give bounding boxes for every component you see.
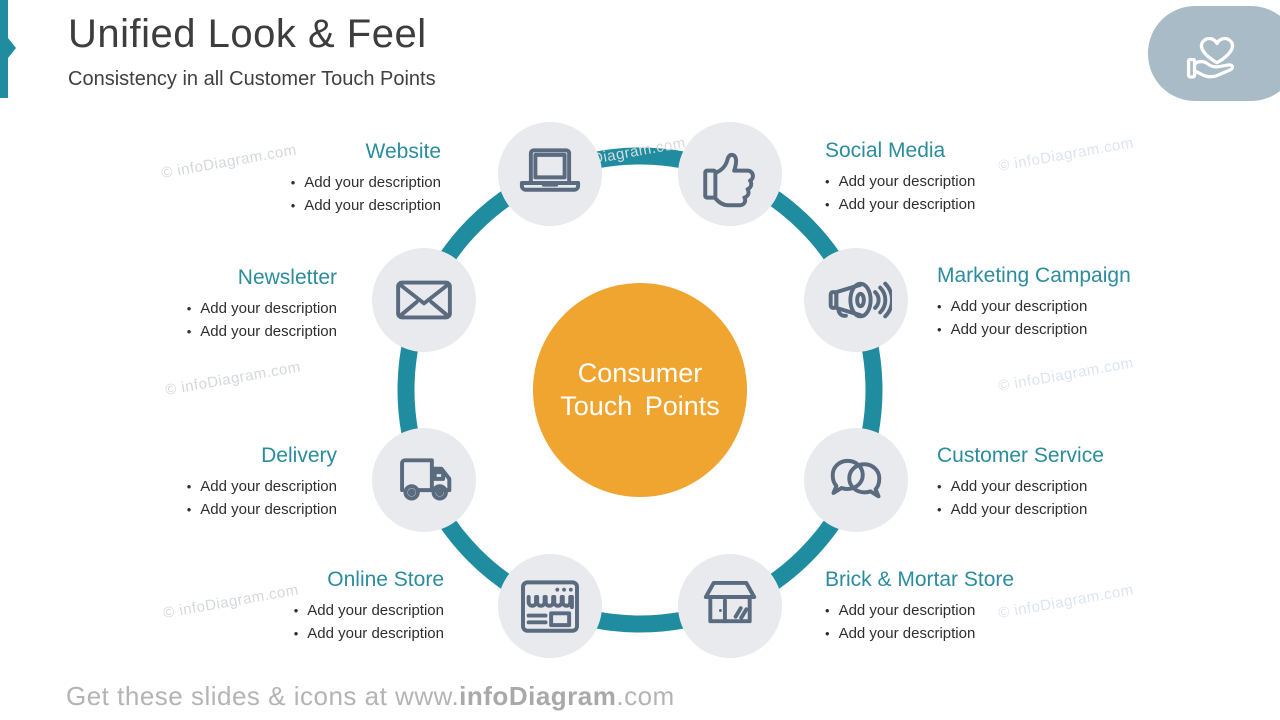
touchpoint-marketing-label: Marketing Campaign •Add your description…	[937, 264, 1131, 341]
touchpoint-customer-service-label: Customer Service •Add your description •…	[937, 444, 1104, 521]
touchpoint-brick-mortar-label: Brick & Mortar Store •Add your descripti…	[825, 568, 1014, 645]
touchpoint-bullet: •Add your description	[293, 602, 444, 619]
touchpoint-bullet: •Add your description	[825, 173, 976, 190]
laptop-icon	[519, 148, 581, 192]
touchpoint-website-label: Website •Add your description •Add your …	[291, 140, 441, 217]
touchpoint-heading: Online Store	[327, 568, 444, 591]
touchpoint-bullet: •Add your description	[937, 321, 1088, 338]
touchpoint-heading: Brick & Mortar Store	[825, 568, 1015, 591]
touchpoint-bullet: •Add your description	[937, 298, 1088, 315]
touchpoint-marketing-circle	[804, 248, 908, 352]
touchpoint-bullet: •Add your description	[825, 196, 976, 213]
touchpoint-heading: Social Media	[825, 139, 946, 162]
touchpoint-delivery-label: Delivery •Add your description •Add your…	[187, 444, 337, 521]
footer-suffix: .com	[616, 681, 675, 711]
speech-bubbles-icon	[830, 458, 882, 499]
touchpoint-bullet: •Add your description	[937, 478, 1088, 495]
hand-heart-badge	[1148, 6, 1280, 101]
footer-promo-text: Get these slides & icons at www.infoDiag…	[66, 681, 675, 712]
accent-bar	[0, 0, 8, 98]
envelope-icon	[396, 280, 452, 320]
touchpoint-bullet: •Add your description	[293, 625, 444, 642]
center-label-line2: Touch Points	[560, 391, 720, 421]
touchpoint-online-store-circle	[498, 554, 602, 658]
touchpoint-bullet: •Add your description	[937, 501, 1088, 518]
online-store-icon	[521, 580, 579, 633]
megaphone-icon	[828, 281, 892, 319]
touchpoint-bullet: •Add your description	[186, 323, 337, 340]
touchpoint-bullet: •Add your description	[186, 501, 337, 518]
page-subtitle: Consistency in all Customer Touch Points	[68, 68, 436, 90]
touchpoint-heading: Marketing Campaign	[937, 264, 1131, 287]
page-title: Unified Look & Feel	[68, 12, 427, 56]
touchpoint-heading: Delivery	[261, 444, 337, 467]
truck-icon	[400, 458, 452, 501]
touchpoint-brick-mortar-circle	[678, 554, 782, 658]
touchpoint-newsletter-label: Newsletter •Add your description •Add yo…	[187, 266, 337, 343]
touchpoint-heading: Newsletter	[237, 266, 337, 289]
touchpoint-social-media-label: Social Media •Add your description •Add …	[825, 139, 975, 216]
touchpoint-heading: Website	[365, 140, 441, 163]
center-label-line1: Consumer	[577, 358, 703, 388]
touchpoint-online-store-label: Online Store •Add your description •Add …	[294, 568, 444, 645]
touchpoint-bullet: •Add your description	[825, 625, 976, 642]
touchpoint-social-media-circle	[678, 122, 782, 226]
storefront-icon	[703, 580, 757, 624]
touchpoint-bullet: •Add your description	[290, 197, 441, 214]
touchpoint-heading: Customer Service	[937, 444, 1104, 467]
touchpoint-bullet: •Add your description	[186, 478, 337, 495]
center-consumer-touch-points: Consumer Touch Points	[533, 283, 747, 497]
touchpoint-bullet: •Add your description	[186, 300, 337, 317]
accent-arrow-icon	[8, 38, 16, 58]
footer-prefix: Get these slides & icons at www.	[66, 681, 460, 711]
touchpoint-delivery-circle	[372, 428, 476, 532]
hand-heart-icon	[1186, 36, 1235, 79]
touchpoint-newsletter-circle	[372, 248, 476, 352]
touchpoint-bullet: •Add your description	[825, 602, 976, 619]
touchpoint-customer-service-circle	[804, 428, 908, 532]
touchpoint-website-circle	[498, 122, 602, 226]
footer-brand: infoDiagram	[459, 681, 617, 711]
touchpoint-bullet: •Add your description	[290, 174, 441, 191]
thumbs-up-icon	[703, 152, 755, 208]
